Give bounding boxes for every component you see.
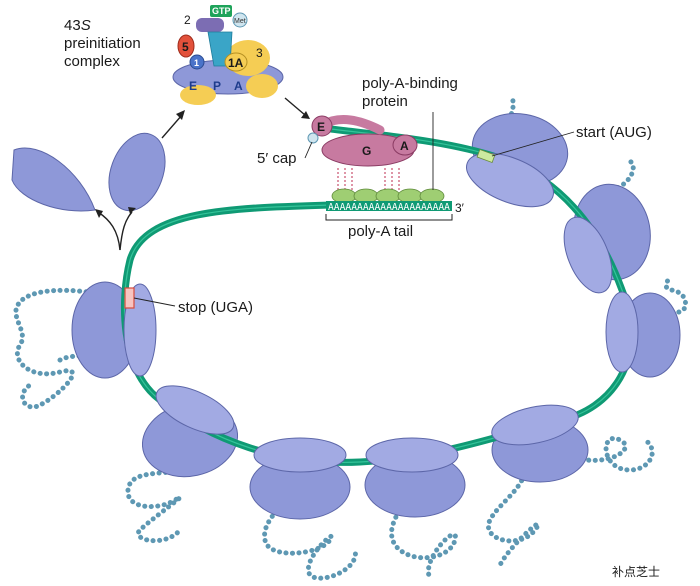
site-a-label: A [234,79,243,93]
ribosome-small-subunits [123,152,639,473]
polya-bracket [325,214,453,221]
three-prime-label: 3′ [455,201,465,215]
eif1-protein [189,54,205,70]
start-leader [491,131,575,157]
polypeptide-chain-bm [389,472,458,581]
interaction-dashes [337,168,400,190]
eif4a-protein [392,134,418,156]
cap-leader [304,141,313,159]
eif4e-protein [311,115,333,137]
eif2-protein [196,18,224,32]
gtp-label: GTP [212,6,231,16]
arrowhead-complex [176,110,185,120]
complex-label-line2: preinitiation [64,35,141,52]
factor-3-label: 3 [256,46,263,60]
polypeptide-chain-bl2 [262,467,358,581]
factor-1-label: 1 [194,58,199,68]
free-large-subunit [11,147,96,212]
polya-tail-label: poly-A tail [348,223,413,240]
factor-2-label: 2 [184,13,191,27]
stop-codon-marker [124,287,135,309]
arrowhead-right [128,207,136,214]
pabp-label-line2: protein [362,93,408,110]
factor-1a-label: 1A [228,56,244,70]
cap-g-label: G [362,144,371,158]
pabp-proteins [331,188,445,204]
pabp-label-line1: poly-A-binding [362,75,458,92]
polypeptide-chain-br2 [567,435,655,473]
factor-5-label: 5 [182,40,189,54]
stop-leader [133,297,176,307]
start-codon-marker [476,148,496,164]
polya-sequence: AAAAAAAAAAAAAAAAAAAAA [328,202,450,213]
complex-label-43s: 43S [64,17,91,34]
met-trna-bead [232,12,248,28]
arrow-release-right [119,211,133,251]
cap-binding-complex [307,115,445,204]
site-e-label: E [189,79,197,93]
watermark: 补点芝士 [612,564,660,579]
cap-a-label: A [400,139,409,153]
met-label: Met [234,18,246,25]
eif1a-protein [224,52,248,72]
gtp-badge [210,5,232,17]
preinitiation-complex [172,5,284,105]
free-small-subunit [108,132,166,212]
eif3-blob-c [180,85,216,105]
site-p-label: P [213,79,221,93]
free-subunits [11,132,166,212]
cap-label: 5′ cap [257,150,297,167]
cap-e-label: E [317,120,325,134]
arrowhead-mrna [301,111,310,119]
stop-label: stop (UGA) [178,299,253,316]
polypeptide-chain-bl1 [125,467,188,544]
complex-label-line3: complex [64,53,120,70]
arrow-release-left [97,211,121,251]
eif5-protein [177,34,195,58]
cap-5prime [307,132,319,144]
arrow-to-complex [161,114,183,139]
eif3-blob-b [246,74,278,98]
arrow-to-mrna [284,97,306,116]
polypeptide-chain-br1 [485,447,541,568]
arrowhead-left [95,209,103,218]
start-label: start (AUG) [576,124,652,141]
polya-tail-bar [326,201,452,211]
